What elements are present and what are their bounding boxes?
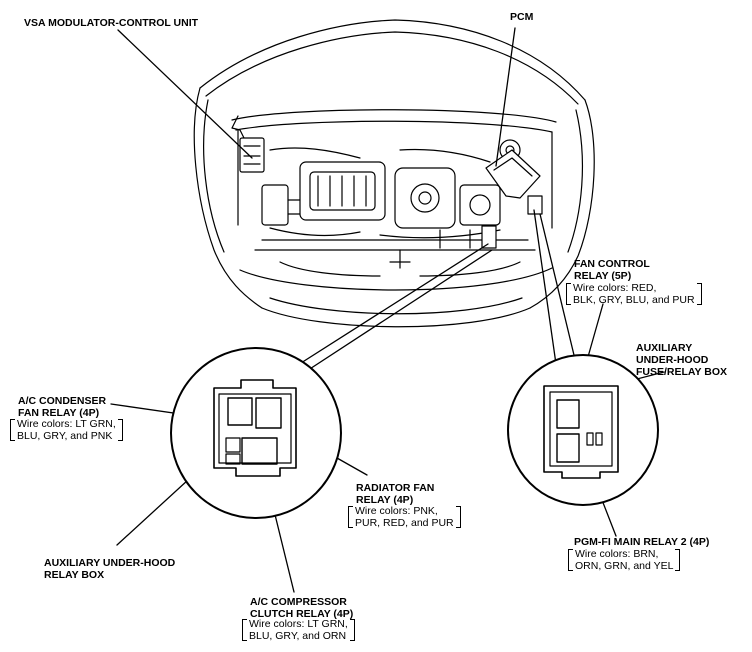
pgm-fi-main-relay-wires: Wire colors: BRN, ORN, GRN, and YEL bbox=[568, 548, 681, 572]
aux-relay-box-detail bbox=[170, 347, 342, 519]
aux-fuse-relay-box-label: AUXILIARY UNDER-HOOD FUSE/RELAY BOX bbox=[636, 342, 728, 378]
pgm-fi-main-relay-label: PGM-FI MAIN RELAY 2 (4P) bbox=[574, 536, 710, 548]
ac-compressor-clutch-relay-wires: Wire colors: LT GRN, BLU, GRY, and ORN bbox=[242, 618, 355, 642]
vsa-modulator-label: VSA MODULATOR-CONTROL UNIT bbox=[24, 17, 199, 29]
pcm-label: PCM bbox=[510, 11, 534, 23]
ac-condenser-fan-relay-label: A/C CONDENSER FAN RELAY (4P) bbox=[18, 395, 107, 419]
radiator-fan-relay-label: RADIATOR FAN RELAY (4P) bbox=[356, 482, 435, 506]
fan-control-relay-wires: Wire colors: RED, BLK, GRY, BLU, and PUR bbox=[566, 282, 702, 306]
ac-condenser-fan-relay-wires: Wire colors: LT GRN, BLU, GRY, and PNK bbox=[10, 418, 123, 442]
radiator-fan-relay-wires: Wire colors: PNK, PUR, RED, and PUR bbox=[348, 505, 461, 529]
aux-fuse-relay-box-detail bbox=[507, 354, 659, 506]
ac-compressor-clutch-relay-label: A/C COMPRESSOR CLUTCH RELAY (4P) bbox=[250, 596, 354, 620]
aux-under-hood-relay-box-label: AUXILIARY UNDER-HOOD RELAY BOX bbox=[44, 557, 176, 581]
fan-control-relay-label: FAN CONTROL RELAY (5P) bbox=[574, 258, 650, 282]
vehicle-illustration bbox=[193, 19, 595, 328]
